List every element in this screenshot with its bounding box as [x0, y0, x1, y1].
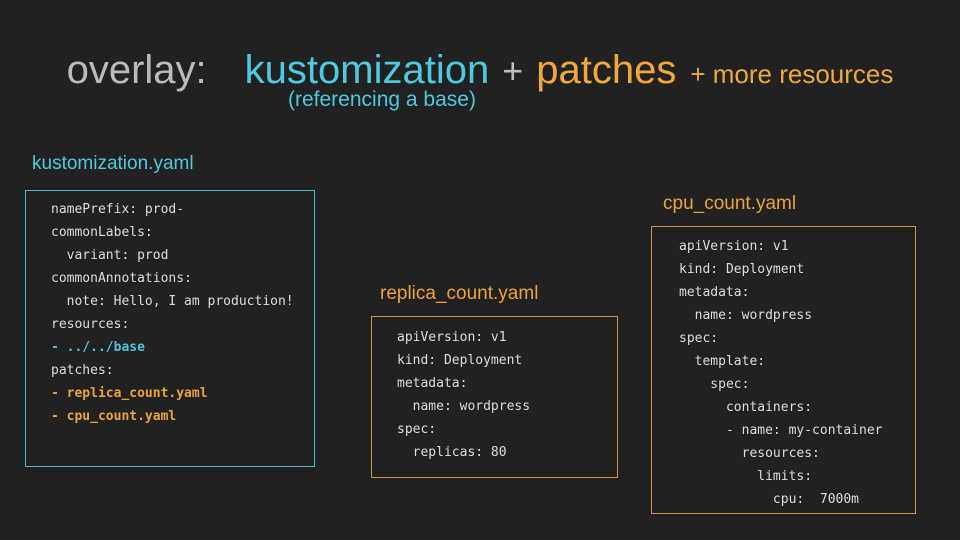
- code-line: resources:: [51, 317, 130, 332]
- slide-title: overlay: kustomization + patches + more …: [0, 48, 960, 93]
- code-line: name: wordpress: [679, 308, 813, 323]
- code-line: limits:: [679, 469, 813, 484]
- code-line: note: Hello, I am production!: [51, 294, 294, 309]
- title-patches: patches: [536, 48, 677, 92]
- code-line: metadata:: [397, 376, 468, 391]
- code-line: apiVersion: v1: [397, 330, 507, 345]
- file-label-cpu-count: cpu_count.yaml: [663, 193, 797, 214]
- code-line: spec:: [679, 331, 719, 346]
- code-line: - ../../base: [51, 340, 145, 355]
- code-line: spec:: [397, 422, 437, 437]
- code-line: kind: Deployment: [397, 353, 523, 368]
- code-line: spec:: [679, 377, 750, 392]
- code-line: - name: my-container: [679, 423, 883, 438]
- code-line: kind: Deployment: [679, 262, 805, 277]
- code-line: commonLabels:: [51, 225, 153, 240]
- title-plus: +: [502, 50, 524, 91]
- code-line: patches:: [51, 363, 114, 378]
- code-line: containers:: [679, 400, 813, 415]
- code-line: replicas: 80: [397, 445, 507, 460]
- code-line: - cpu_count.yaml: [51, 409, 177, 424]
- code-box-kustomization: namePrefix: prod-commonLabels: variant: …: [25, 190, 315, 467]
- code-line: name: wordpress: [397, 399, 531, 414]
- code-line: commonAnnotations:: [51, 271, 192, 286]
- file-label-kustomization: kustomization.yaml: [32, 153, 194, 174]
- code-line: variant: prod: [51, 248, 169, 263]
- title-more-resources: + more resources: [690, 59, 894, 89]
- code-line: apiVersion: v1: [679, 239, 789, 254]
- title-overlay: overlay:: [66, 48, 207, 92]
- code-line: template:: [679, 354, 766, 369]
- code-line: cpu: 7000m: [679, 492, 860, 507]
- title-subtitle: (referencing a base): [288, 88, 476, 111]
- file-label-replica-count: replica_count.yaml: [380, 283, 539, 304]
- code-content-kustomization: namePrefix: prod-commonLabels: variant: …: [26, 191, 314, 428]
- code-line: metadata:: [679, 285, 750, 300]
- code-line: resources:: [679, 446, 820, 461]
- code-line: namePrefix: prod-: [51, 202, 185, 217]
- title-kustomization: kustomization: [244, 48, 490, 92]
- code-line: - replica_count.yaml: [51, 386, 208, 401]
